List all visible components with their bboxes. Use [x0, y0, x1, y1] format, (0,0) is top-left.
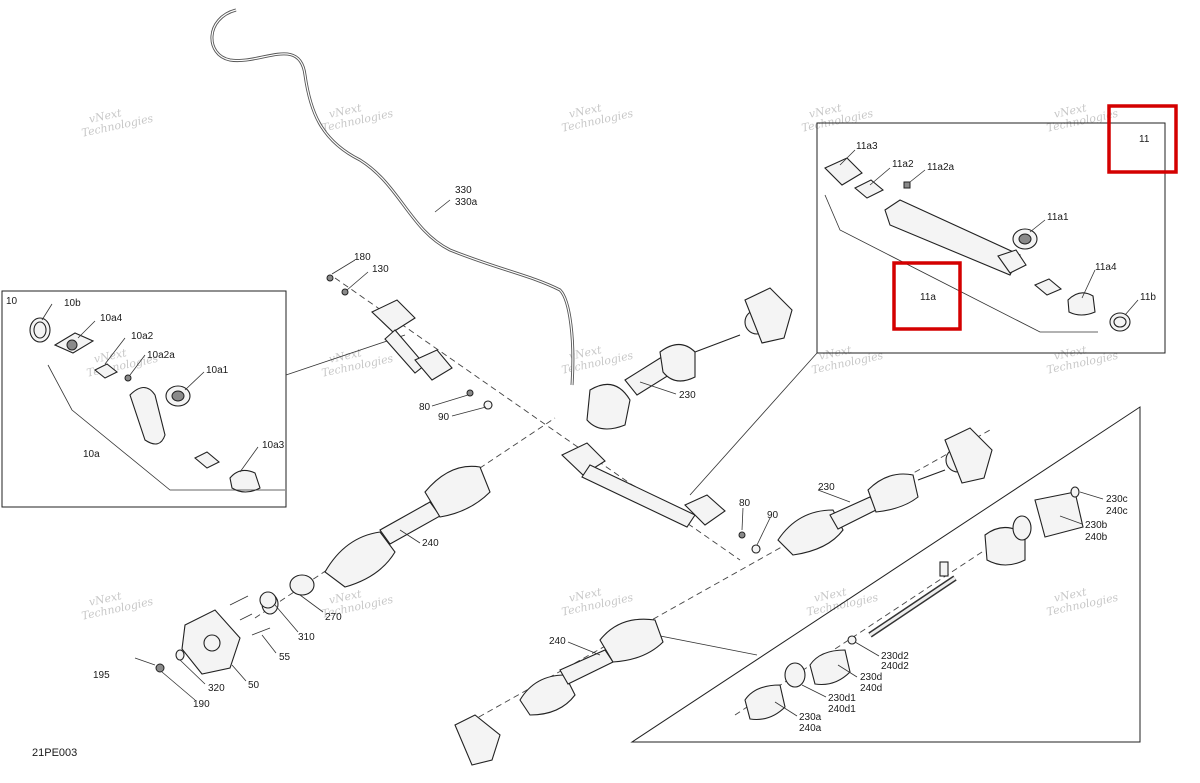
callout-270: 270: [325, 612, 342, 623]
callout-11a4: 11a4: [1095, 262, 1117, 273]
callout-330a: 330a: [455, 197, 478, 208]
callout-130: 130: [372, 264, 389, 275]
callout-240-lower: 240: [549, 636, 566, 647]
callout-11: 11: [1139, 134, 1150, 145]
callout-240d2: 240d2: [881, 661, 909, 672]
callout-230a: 230a: [799, 712, 822, 723]
callout-230-lower: 230: [818, 482, 835, 493]
callout-10a3: 10a3: [262, 440, 285, 451]
callout-330: 330: [455, 185, 472, 196]
callout-240-mid: 240: [422, 538, 439, 549]
callout-11a1: 11a1: [1047, 212, 1069, 223]
callout-10a1: 10a1: [206, 365, 229, 376]
callout-90-upper: 90: [438, 412, 450, 423]
callout-80-lower: 80: [739, 498, 751, 509]
leader-lines: [41, 149, 1139, 717]
callout-11a3: 11a3: [856, 141, 878, 152]
callout-230b: 230b: [1085, 520, 1108, 531]
callout-240d: 240d: [860, 683, 882, 694]
callout-10a: 10a: [83, 449, 100, 460]
callout-240a: 240a: [799, 723, 822, 734]
callout-230d1: 230d1: [828, 693, 856, 704]
callout-90-lower: 90: [767, 510, 779, 521]
callout-labels: 10 10b 10a4 10a2 10a2a 10a1 10a 10a3 11 …: [6, 134, 1156, 759]
callout-11b: 11b: [1140, 292, 1156, 303]
inset-frame-10: [1, 290, 287, 508]
highlight-box-11a: [892, 261, 962, 331]
callout-310: 310: [298, 632, 315, 643]
callout-55: 55: [279, 652, 291, 663]
callout-190: 190: [193, 699, 210, 710]
callout-11a2a: 11a2a: [927, 162, 955, 173]
inset-10-parts: [29, 317, 285, 493]
callout-180: 180: [354, 252, 371, 263]
callout-50: 50: [248, 680, 260, 691]
callout-10a4: 10a4: [100, 313, 123, 324]
callout-10a2: 10a2: [131, 331, 154, 342]
callout-195: 195: [93, 670, 110, 681]
callout-320: 320: [208, 683, 225, 694]
callout-230c: 230c: [1106, 494, 1128, 505]
main-assembly-parts: [134, 274, 1084, 766]
callout-240d1: 240d1: [828, 704, 856, 715]
callout-11a: 11a: [920, 292, 936, 303]
callout-240b: 240b: [1085, 532, 1108, 543]
callout-80-upper: 80: [419, 402, 431, 413]
inset-frame-joint-kit: [630, 406, 1141, 743]
inset-frame-11: [816, 122, 1166, 354]
callout-10: 10: [6, 296, 18, 307]
diagram-code: 21PE003: [32, 747, 77, 759]
callout-10b: 10b: [64, 298, 81, 309]
highlight-box-11: [1107, 104, 1178, 174]
callout-230d2: 230d2: [881, 651, 909, 662]
callout-240c: 240c: [1106, 506, 1128, 517]
callout-10a2a: 10a2a: [147, 350, 175, 361]
inset-11-parts: [824, 157, 1131, 333]
callout-230d: 230d: [860, 672, 882, 683]
callout-11a2: 11a2: [892, 159, 914, 170]
callout-230-upper: 230: [679, 390, 696, 401]
